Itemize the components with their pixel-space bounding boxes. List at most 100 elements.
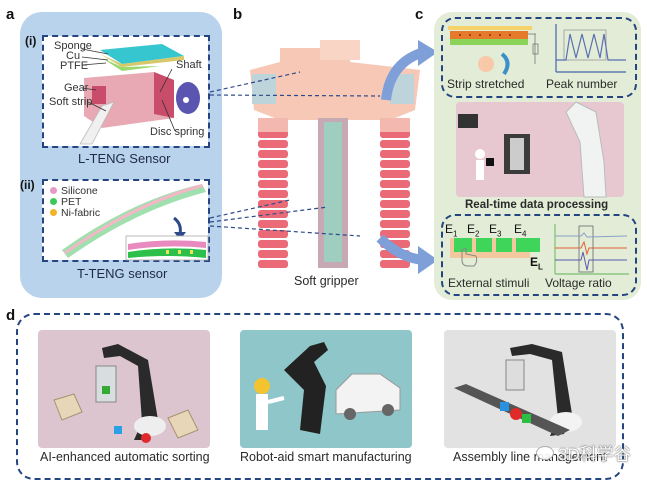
gripper-icon — [505, 359, 525, 391]
box-icon — [53, 393, 83, 421]
finger-segment — [380, 260, 410, 268]
worker-icon — [256, 394, 268, 430]
strip-stretched-frame — [441, 17, 637, 98]
blue-cube-icon — [500, 402, 509, 411]
material-legend: Silicone PET Ni-fabric — [50, 185, 100, 219]
finger-segment — [380, 150, 410, 158]
finger-segment — [380, 230, 410, 238]
gripper-icon — [95, 365, 117, 403]
gripper-top-plate — [250, 48, 420, 120]
electrode-e4: E4 — [514, 222, 527, 239]
worker-head-icon — [254, 378, 270, 394]
box-icon — [167, 409, 199, 439]
finger-segment — [258, 170, 288, 178]
finger-touch-icon — [461, 247, 478, 267]
ni-fabric-swatch — [50, 209, 57, 216]
finger-segment — [380, 200, 410, 208]
t-teng-caption: T-TENG sensor — [77, 266, 168, 281]
car-icon — [335, 373, 401, 415]
zoom-arrow-icon — [173, 216, 182, 235]
electrode-el: EL — [530, 255, 543, 272]
robot-arm-icon — [284, 342, 328, 434]
legend-item-silicone: Silicone — [50, 185, 100, 197]
scene-assembly-caption: Assembly line management — [453, 450, 607, 464]
legend-item-ni-fabric: Ni-fabric — [50, 207, 100, 219]
electrode-e1: E1 — [445, 222, 458, 239]
scene-assembly — [444, 330, 616, 448]
electrode-e3: E3 — [489, 222, 502, 239]
finger-segment — [258, 250, 288, 258]
soft-finger-left — [258, 118, 288, 268]
finger-segment — [258, 190, 288, 198]
finger-base — [258, 118, 288, 132]
label-soft-strip: Soft strip — [49, 96, 93, 108]
voltage-trace-3 — [555, 251, 627, 271]
scene-manufacturing-caption: Robot-aid smart manufacturing — [240, 450, 412, 464]
blue-cube-icon — [114, 426, 122, 434]
l-teng-illustration — [79, 44, 200, 145]
panel-a-label: a — [6, 6, 15, 23]
label-ptfe: PTFE — [60, 60, 89, 72]
scene-sorting-caption: AI-enhanced automatic sorting — [40, 450, 210, 464]
label-shaft: Shaft — [176, 59, 202, 71]
finger-segment — [258, 260, 288, 268]
sub-i-tag: (i) — [25, 34, 37, 48]
voltage-trace-2 — [555, 240, 627, 256]
silicone-swatch — [50, 187, 57, 194]
panel-b-label: b — [233, 6, 243, 23]
strip-stretched-caption: Strip stretched — [447, 77, 525, 91]
robot-arm-icon — [510, 344, 572, 436]
panel-d-label: d — [6, 307, 16, 324]
finger-segment — [380, 210, 410, 218]
finger-segment — [258, 230, 288, 238]
red-ball-icon — [510, 408, 522, 420]
strip-stretched-diagram — [448, 26, 539, 76]
robot-processing-scene — [456, 101, 624, 198]
robot-arm-icon — [565, 101, 607, 198]
finger-segment — [258, 180, 288, 188]
voltage-trace-1 — [555, 232, 628, 238]
arrow-to-bottom-icon — [376, 234, 425, 265]
electrode-diagram — [450, 238, 540, 267]
peak-signal-line — [556, 33, 626, 61]
flow-arrows — [376, 40, 438, 274]
electrode-e2: E2 — [467, 222, 480, 239]
watermark: 3D科学谷 — [536, 440, 631, 465]
finger-segment — [258, 140, 288, 148]
t-teng-illustration — [62, 184, 209, 261]
scene-sorting — [38, 330, 210, 448]
panel-d-dashed-frame — [16, 313, 624, 480]
t-teng-strip — [62, 184, 206, 258]
sponge-layer — [100, 44, 184, 64]
wechat-icon — [536, 445, 554, 460]
finger-segment — [258, 220, 288, 228]
external-stimuli-caption: External stimuli — [448, 276, 530, 290]
camera-icon — [458, 114, 478, 128]
finger-segment — [380, 140, 410, 148]
finger-segment — [380, 160, 410, 168]
finger-segment — [258, 240, 288, 248]
finger-segment — [380, 180, 410, 188]
label-gear: Gear — [64, 82, 89, 94]
real-time-caption: Real-time data processing — [465, 199, 609, 211]
finger-segment — [380, 190, 410, 198]
cu-layer — [100, 54, 184, 67]
sub-ii-dashed-frame — [42, 179, 210, 262]
label-sponge: Sponge — [54, 40, 92, 52]
voltage-ratio-caption: Voltage ratio — [545, 276, 612, 290]
legend-item-pet: PET — [50, 196, 100, 208]
finger-segment — [380, 170, 410, 178]
finger-base — [380, 118, 410, 132]
panel-c-label: c — [415, 6, 424, 23]
red-ball-icon — [141, 433, 151, 443]
soft-strip — [79, 101, 115, 145]
scene-manufacturing — [240, 330, 412, 448]
voltage-ratio-plot — [554, 224, 629, 275]
pet-swatch — [50, 198, 57, 205]
sub-i-dashed-frame — [42, 35, 210, 148]
soft-gripper-caption: Soft gripper — [294, 274, 359, 288]
finger-segment — [380, 220, 410, 228]
finger-segment — [258, 160, 288, 168]
gear-rotation-icon — [478, 56, 494, 72]
peak-number-plot — [555, 24, 626, 73]
